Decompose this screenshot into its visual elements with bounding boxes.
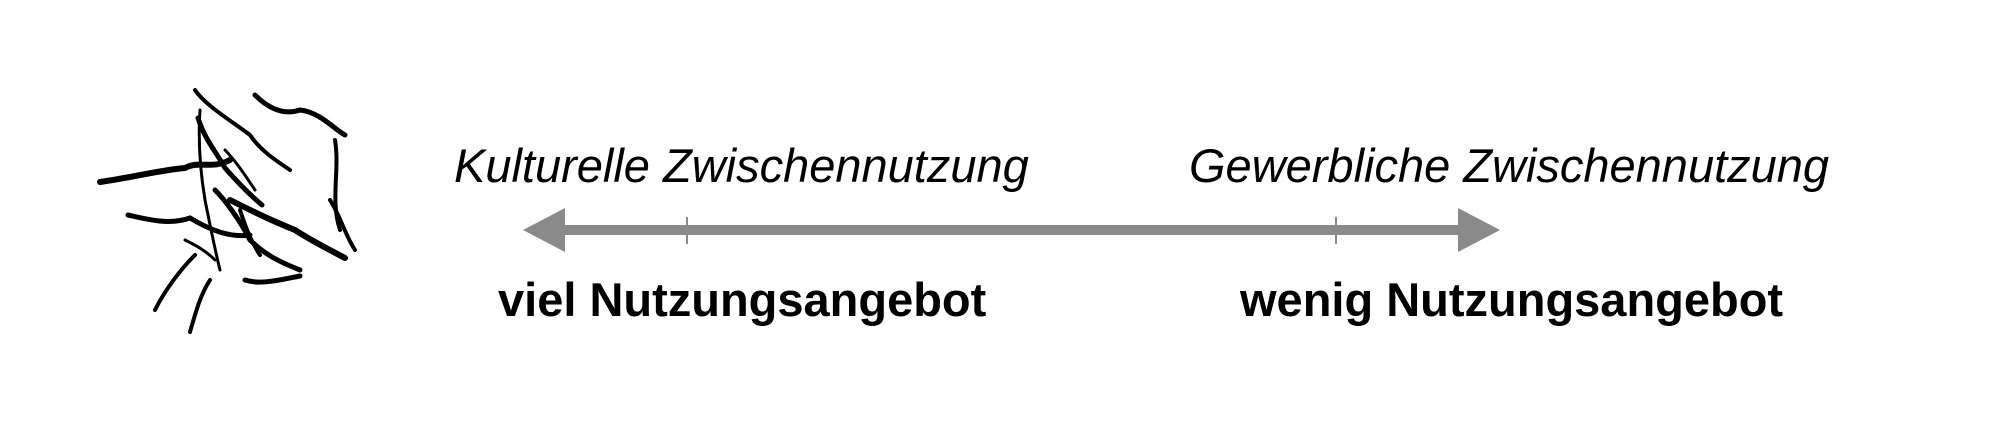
label-much-offer: viel Nutzungsangebot (498, 273, 987, 326)
tick-left (686, 217, 688, 244)
double-arrow (523, 208, 1500, 252)
arrow-head-right (1458, 208, 1500, 252)
label-commercial-use: Gewerbliche Zwischennutzung (1189, 139, 1830, 192)
label-cultural-use: Kulturelle Zwischennutzung (454, 139, 1029, 192)
arrow-shaft (560, 225, 1465, 235)
arrow-head-left (523, 208, 565, 252)
tick-right (1335, 217, 1337, 244)
label-little-offer: wenig Nutzungsangebot (1240, 273, 1784, 326)
hands-together-sketch-icon (97, 88, 357, 334)
